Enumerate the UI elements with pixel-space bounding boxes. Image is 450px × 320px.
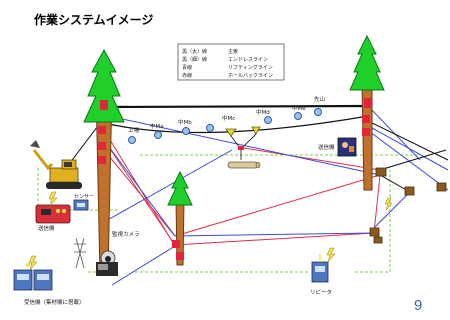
receiver-icon [13,263,53,291]
page-number: 9 [414,297,423,314]
operator-transmitter-icon [337,137,357,157]
legend-box: 黒（太）線 主索 黒（細）線 エンドレスライン 青線 リフティングライン 赤線 … [177,43,285,81]
stumps [369,167,447,244]
page-title: 作業システムイメージ [34,13,154,27]
legend-swatch-1: 黒（太）線 [182,48,207,55]
station-label-lower: 先山 [314,95,325,103]
station-label-mc: 中Mc [222,114,235,122]
excavator-icon [30,140,82,189]
legend-swatch-3: 青線 [182,64,192,71]
remote-transmitter-icon [35,204,71,224]
tree-right [349,34,385,191]
haulback-lines [103,129,381,247]
signal-lines [37,154,420,273]
log-icon [227,161,261,169]
tree-left [83,48,125,276]
legend-text-1: 主索 [228,48,238,55]
legend-text-2: エンドレスライン [228,57,268,63]
anchor-blocks [98,98,372,260]
grapple-icon [96,262,118,276]
station-label-mb: 中Mb [178,118,192,126]
station-label-ma: 中Ma [150,122,164,130]
repeater-label: リピータ [310,288,332,296]
station-label-upper: 上場 [128,126,140,134]
sensor-label: センサー [74,194,94,200]
station-label-md: 中Md [256,108,270,116]
antenna-icon [74,237,86,269]
transmitter-top-label: 送信機 [318,143,335,151]
transmitter-left-label: 送信機 [38,224,55,232]
lifting-lines [103,107,449,286]
receiver-label: 受信機（集材機に搭載） [24,298,85,306]
station-markers [128,108,322,144]
sensor-icon [73,199,89,211]
carriage [225,126,261,160]
station-label-me: 中Me [292,104,306,112]
repeater-icon [311,254,329,283]
legend-swatch-4: 赤線 [182,72,192,79]
wireless-signal-icons [28,191,393,271]
legend-swatch-2: 黒（細）線 [182,56,207,63]
tree-middle [167,170,193,266]
camera-label: 監視カメラ [112,230,140,238]
legend-text-3: リフティングライン [228,64,273,71]
legend-text-4: ホールバックライン [228,73,273,79]
